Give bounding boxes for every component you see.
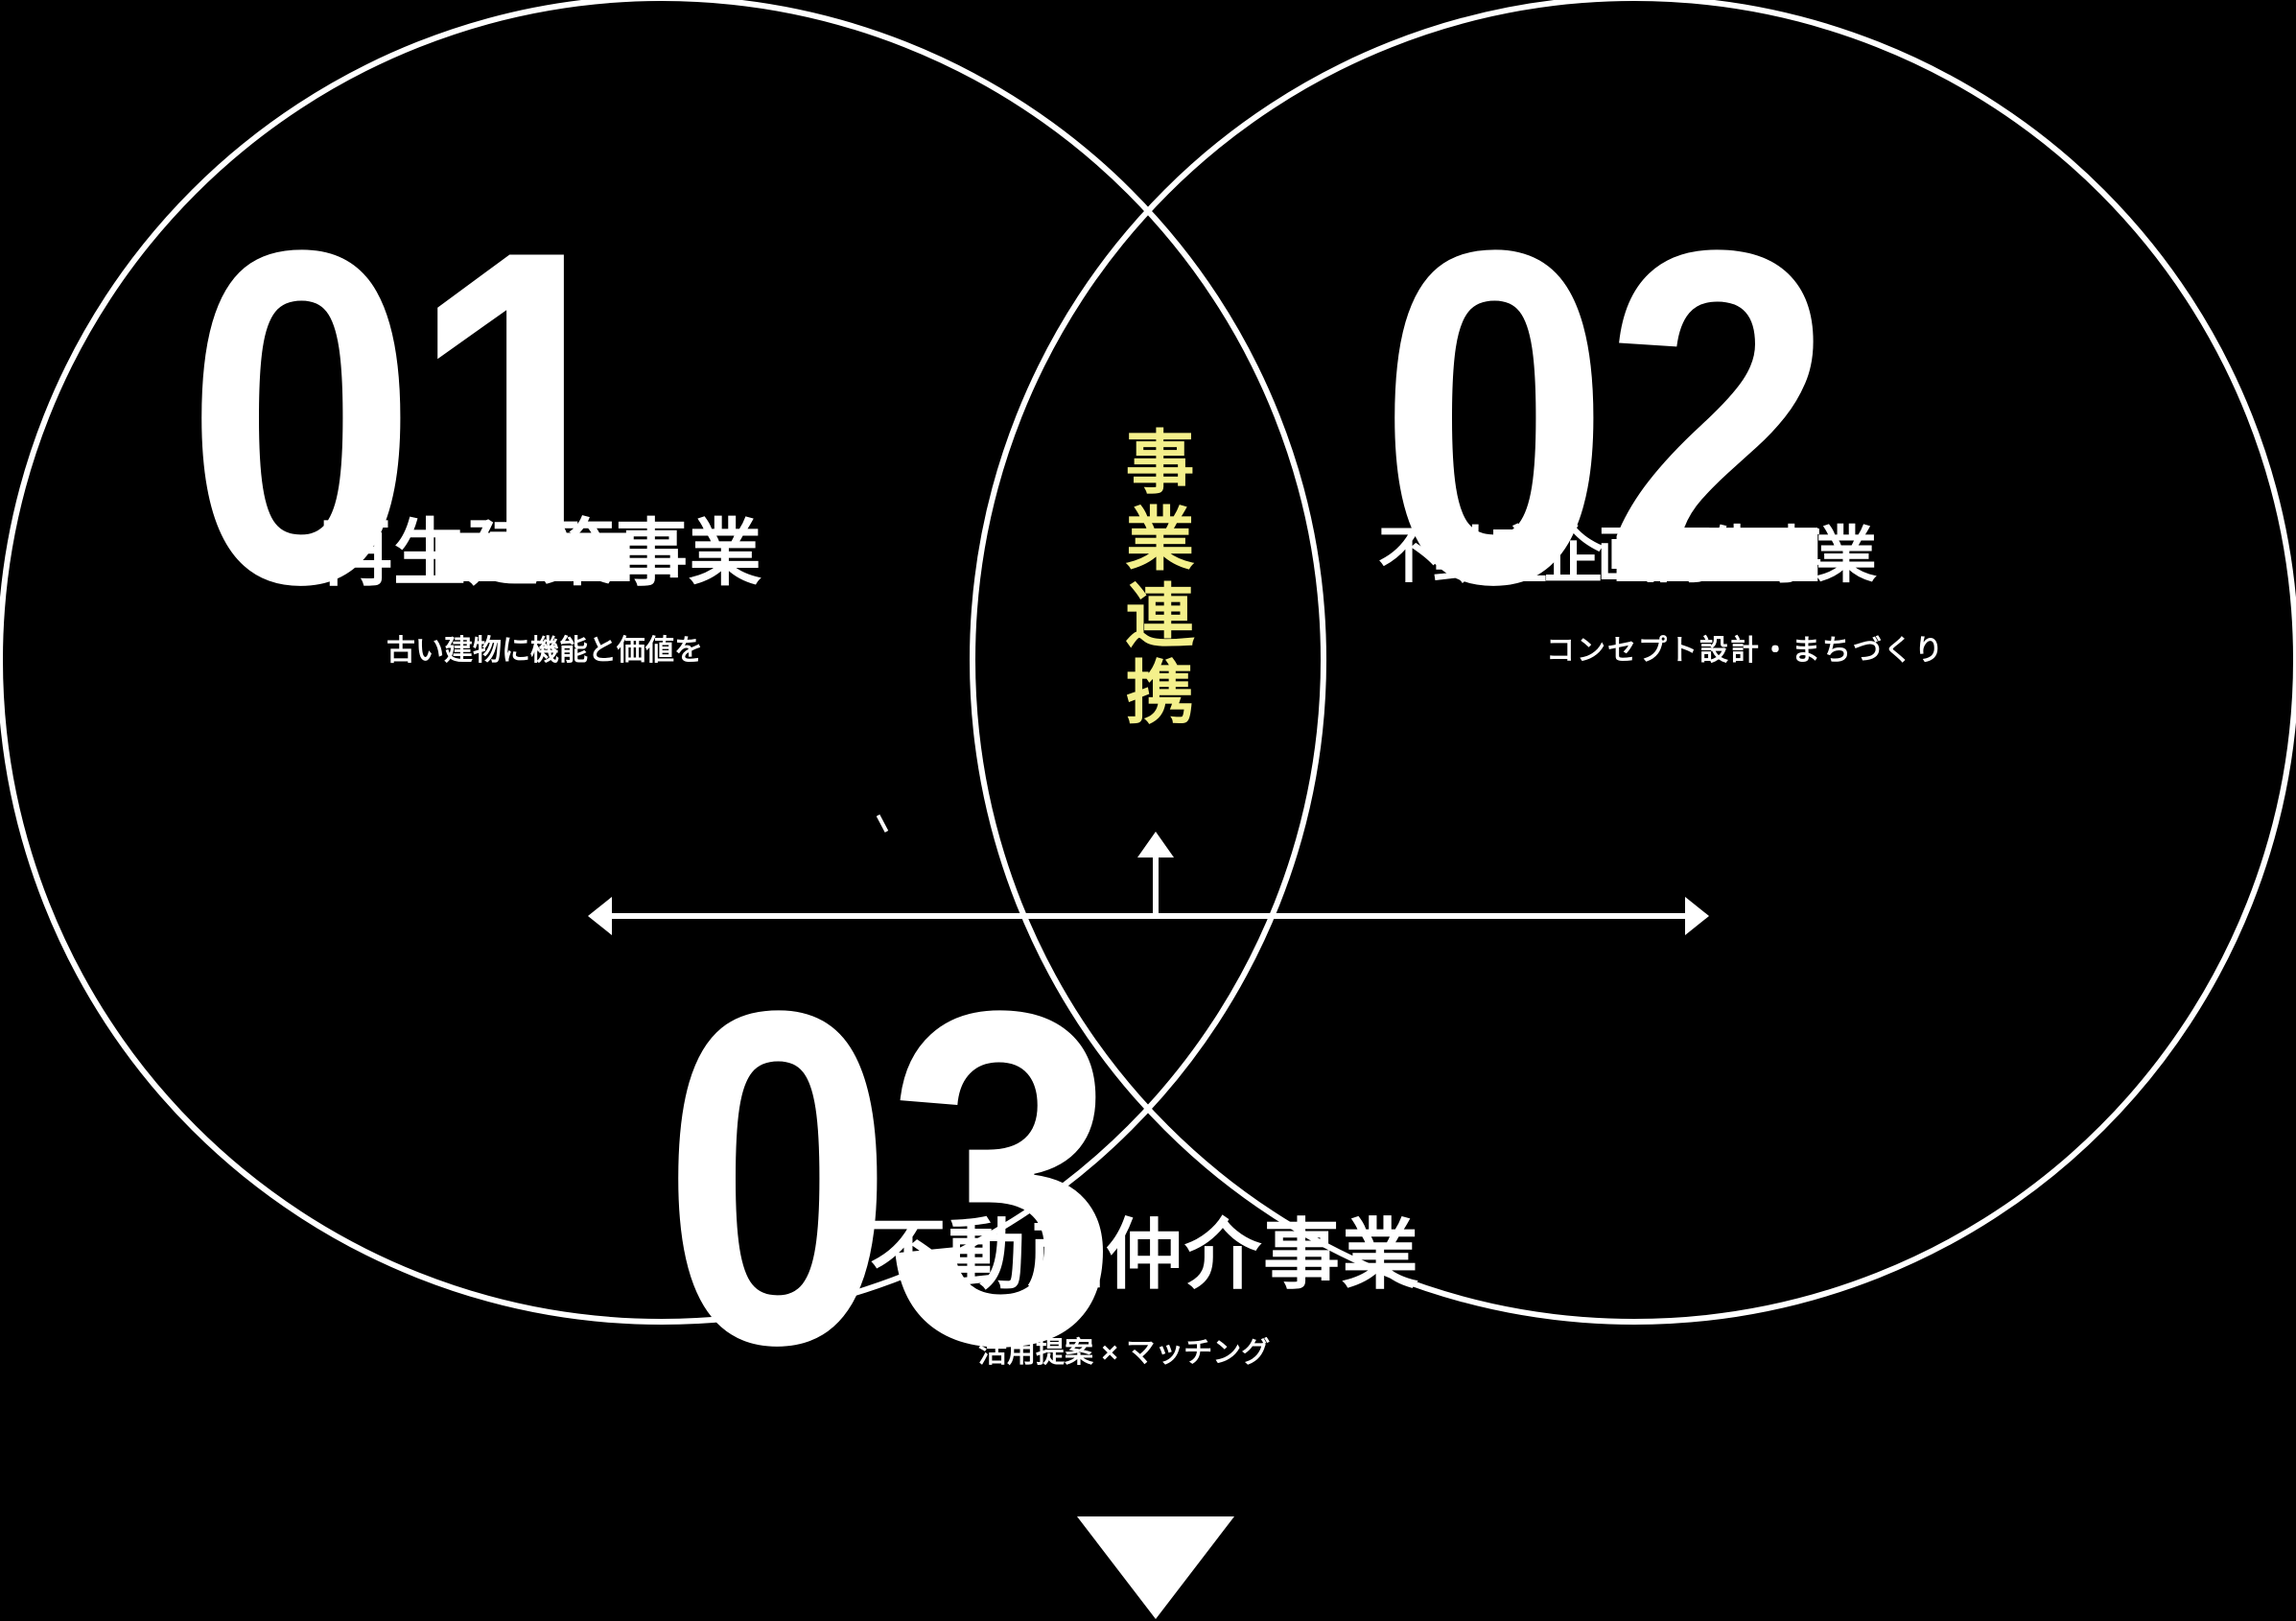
section-03-title: 不動産仲介事業: [870, 1212, 1420, 1298]
arrowhead-up-icon: [1137, 832, 1174, 857]
section-01-title: 再生建築事業: [319, 513, 762, 595]
horizontal-link-line: [609, 913, 1688, 919]
arrowhead-left-icon: [588, 897, 612, 935]
section-02-title: 不動産企画再生事業: [1378, 521, 1877, 590]
section-02-number: 02: [1378, 152, 1835, 682]
section-01-subtitle: 古い建物に機能と価値を: [387, 635, 703, 667]
section-03-number: 03: [662, 912, 1118, 1443]
section-01-number: 01: [185, 152, 642, 682]
up-arrow-line: [1153, 856, 1159, 915]
venn-circle-02: [970, 0, 2296, 1325]
section-03-subtitle: 活用提案 × マッチング: [978, 1337, 1271, 1369]
business-collaboration-label: 事業連携: [1114, 426, 1191, 733]
arrowhead-right-icon: [1685, 897, 1709, 935]
section-02-subtitle: コンセプト設計・まちづくり: [1546, 635, 1945, 667]
scroll-down-triangle-icon[interactable]: [1077, 1516, 1234, 1619]
